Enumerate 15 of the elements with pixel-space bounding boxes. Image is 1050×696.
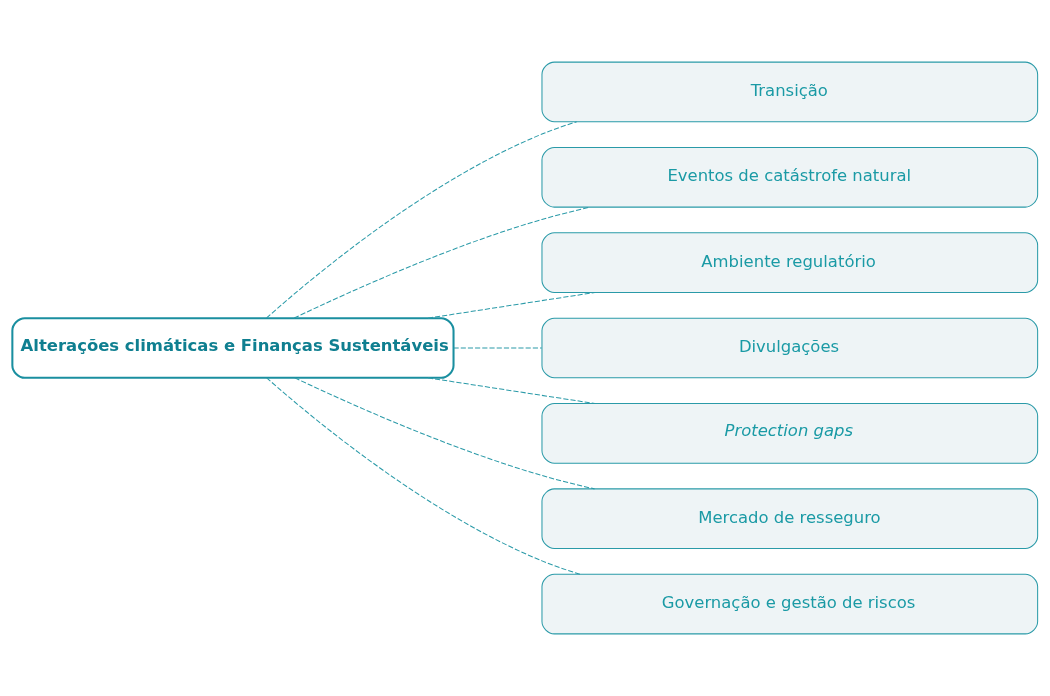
node-box: Divulgações bbox=[541, 317, 1039, 379]
node-box: Transição bbox=[541, 61, 1039, 123]
connector bbox=[427, 377, 596, 405]
connector bbox=[453, 347, 543, 349]
node-box: Mercado de resseguro bbox=[541, 488, 1039, 550]
node-box: Governação e gestão de riscos bbox=[541, 573, 1039, 635]
node-box: Alterações climáticas e Finanças Sustentáveis bbox=[11, 317, 455, 379]
node-box: Protection gaps bbox=[541, 403, 1039, 464]
connector bbox=[427, 291, 596, 319]
connector bbox=[266, 121, 578, 319]
node-box: Ambiente regulatório bbox=[541, 232, 1039, 293]
connector bbox=[293, 206, 591, 319]
connector bbox=[294, 377, 596, 490]
connector bbox=[266, 377, 581, 575]
node-box: Eventos de catástrofe natural bbox=[541, 146, 1039, 208]
